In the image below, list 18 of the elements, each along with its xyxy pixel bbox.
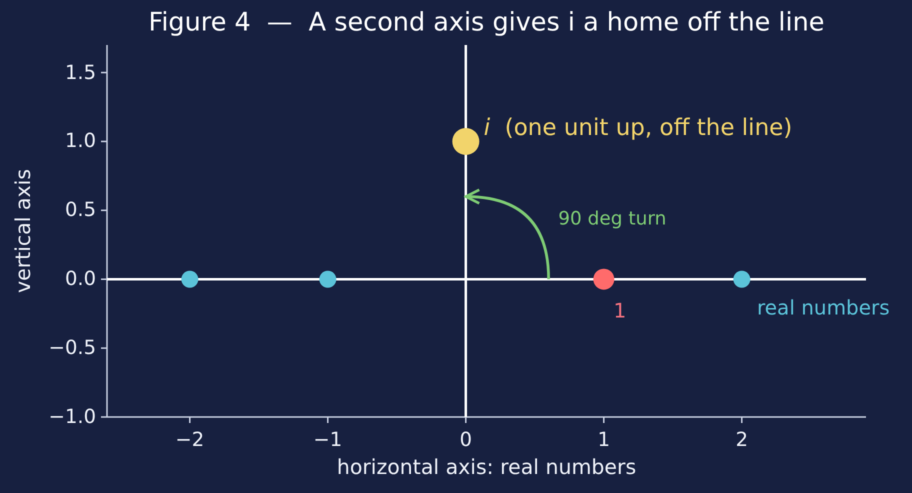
tick-label: 0.5 bbox=[64, 199, 96, 222]
annotation-label: real numbers bbox=[756, 296, 890, 320]
chart-title: Figure 4 — A second axis gives i a home off the line bbox=[148, 8, 824, 38]
tick-label: 1.0 bbox=[64, 130, 96, 153]
axis-title: horizontal axis: real numbers bbox=[336, 456, 636, 480]
tick-label: −1 bbox=[313, 428, 342, 452]
tick-label: −1.0 bbox=[48, 406, 96, 428]
annotation-label: 1 bbox=[613, 299, 626, 322]
tick-label: 0.0 bbox=[64, 268, 96, 290]
tick-label: −2 bbox=[175, 428, 204, 452]
annotation-label: 90 deg turn bbox=[558, 208, 666, 230]
tick-label: 2 bbox=[736, 428, 748, 452]
tick-label: 1 bbox=[598, 428, 610, 452]
tick-label: 0 bbox=[460, 428, 472, 452]
annotation-label: i (one unit up, off the line) bbox=[484, 114, 792, 141]
tick-label: −0.5 bbox=[48, 336, 96, 360]
axis-title: vertical axis bbox=[12, 168, 36, 294]
tick-label: 1.5 bbox=[64, 61, 96, 84]
